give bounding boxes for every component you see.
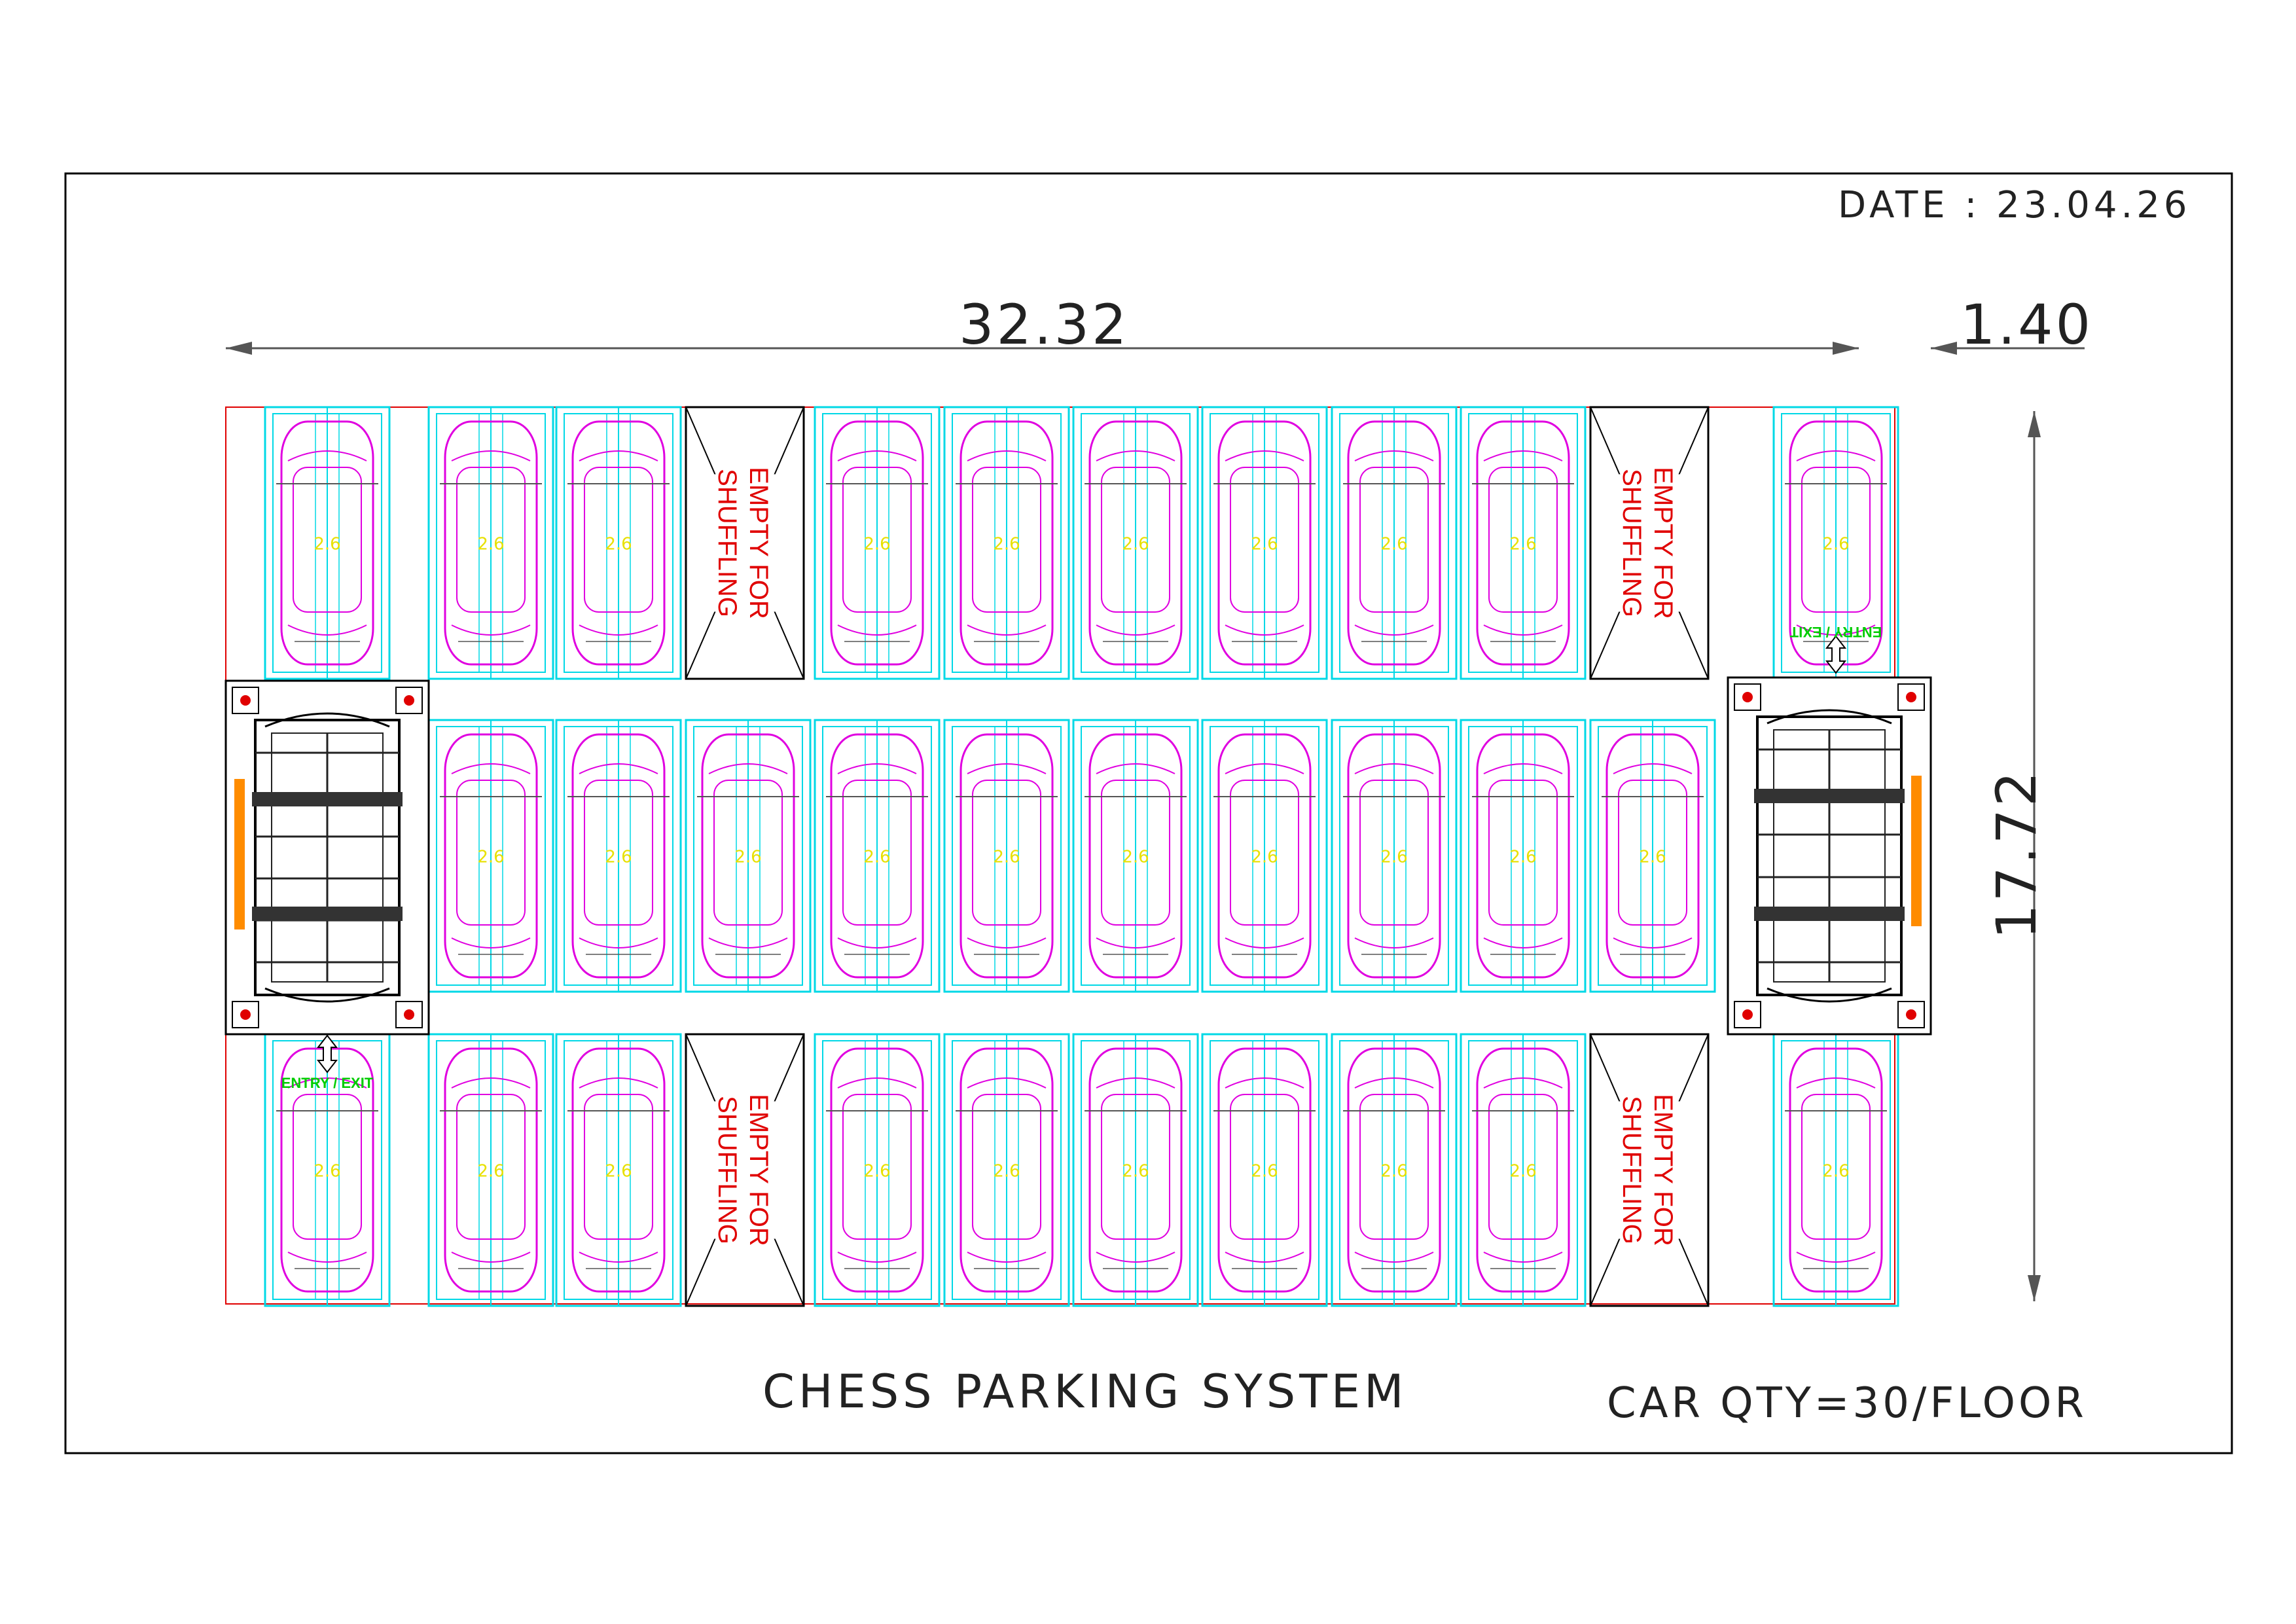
car-outline: 2.6	[427, 406, 554, 680]
bay-label: 2.6	[477, 848, 504, 867]
car-outline: 2.6	[1772, 406, 1899, 680]
bay-label: 2.6	[1639, 848, 1666, 867]
bay-label: 2.6	[993, 1162, 1020, 1182]
bay-label: 2.6	[1122, 535, 1149, 554]
empty-label-line2: SHUFFLING	[1617, 469, 1646, 617]
offset-dimension: 1.40	[1931, 293, 2093, 357]
empty-label-line1: EMPTY FOR	[1649, 1094, 1677, 1246]
bay-label: 2.6	[1251, 848, 1278, 867]
bay-label: 2.6	[993, 848, 1020, 867]
car-outline: 2.6	[1331, 719, 1458, 993]
car-outline: 2.6	[814, 719, 941, 993]
bay-label: 2.6	[1509, 1162, 1536, 1182]
car-outline: 2.6	[555, 1033, 682, 1307]
bay-label: 2.6	[1251, 1162, 1278, 1182]
bay-label: 2.6	[1251, 535, 1278, 554]
entry-exit-label-left: ENTRY / EXIT	[281, 1075, 374, 1091]
car-outline: 2.6	[1460, 1033, 1587, 1307]
bay-label: 2.6	[477, 1162, 504, 1182]
bay-label: 2.6	[314, 1162, 340, 1182]
empty-label-line2: SHUFFLING	[713, 1096, 742, 1244]
lift-platform	[224, 679, 430, 1036]
car-outline: 2.6	[1331, 406, 1458, 680]
car-outline: 2.6	[1201, 1033, 1328, 1307]
empty-label-line1: EMPTY FOR	[1649, 467, 1677, 619]
car-outline: 2.6	[427, 1033, 554, 1307]
bay-label: 2.6	[477, 535, 504, 554]
car-outline: 2.6	[1589, 719, 1716, 993]
empty-label-line1: EMPTY FOR	[744, 1094, 773, 1246]
car-outline: 2.6	[1460, 406, 1587, 680]
depth-dimension: 17.72	[1984, 411, 2049, 1301]
car-outline: 2.6	[943, 719, 1070, 993]
car-quantity-label: CAR QTY=30/FLOOR	[1607, 1379, 2087, 1428]
drawing-title: CHESS PARKING SYSTEM	[762, 1365, 1408, 1418]
bay-label: 2.6	[1122, 1162, 1149, 1182]
sheet-frame	[64, 172, 2233, 1454]
car-outline: 2.6	[1201, 406, 1328, 680]
car-outline: 2.6	[943, 1033, 1070, 1307]
car-outline: 2.6	[555, 406, 682, 680]
car-outline: 2.6	[555, 719, 682, 993]
bay-label: 2.6	[605, 535, 632, 554]
bay-label: 2.6	[1822, 1162, 1849, 1182]
bay-label: 2.6	[1380, 535, 1407, 554]
car-outline: 2.6	[1460, 719, 1587, 993]
width-dimension-value: 32.32	[959, 293, 1129, 357]
bay-label: 2.6	[605, 1162, 632, 1182]
car-outline: 2.6	[264, 406, 391, 680]
depth-dimension-value: 17.72	[1984, 769, 2049, 939]
entry-exit-arrow-icon	[316, 1034, 338, 1074]
car-outline: 2.6	[1331, 1033, 1458, 1307]
bay-label: 2.6	[1509, 535, 1536, 554]
bay-label: 2.6	[1822, 535, 1849, 554]
bay-label: 2.6	[314, 535, 340, 554]
car-outline: 2.6	[1201, 719, 1328, 993]
bay-label: 2.6	[605, 848, 632, 867]
bay-label: 2.6	[863, 535, 890, 554]
bay-label: 2.6	[1509, 848, 1536, 867]
empty-label-line1: EMPTY FOR	[744, 467, 773, 619]
bay-label: 2.6	[863, 1162, 890, 1182]
offset-dimension-value: 1.40	[1960, 293, 2093, 357]
entry-exit-label-right: ENTRY / EXIT	[1789, 624, 1882, 640]
car-outline: 2.6	[814, 1033, 941, 1307]
width-dimension: 32.32	[226, 293, 1859, 357]
bay-label: 2.6	[1122, 848, 1149, 867]
lift-platform	[1727, 676, 1932, 1036]
empty-label-line2: SHUFFLING	[713, 469, 742, 617]
bay-label: 2.6	[734, 848, 761, 867]
car-outline: 2.6	[814, 406, 941, 680]
entry-exit-arrow-icon	[1825, 635, 1847, 674]
car-outline: 2.6	[1072, 406, 1199, 680]
bay-label: 2.6	[863, 848, 890, 867]
car-outline: 2.6	[1072, 719, 1199, 993]
date-label: DATE : 23.04.26	[1838, 184, 2191, 226]
car-outline: 2.6	[685, 719, 812, 993]
car-outline: 2.6	[943, 406, 1070, 680]
empty-label-line2: SHUFFLING	[1617, 1096, 1646, 1244]
bay-label: 2.6	[1380, 848, 1407, 867]
bay-label: 2.6	[1380, 1162, 1407, 1182]
car-outline: 2.6	[1072, 1033, 1199, 1307]
car-outline: 2.6	[1772, 1033, 1899, 1307]
bay-label: 2.6	[993, 535, 1020, 554]
car-outline: 2.6	[427, 719, 554, 993]
